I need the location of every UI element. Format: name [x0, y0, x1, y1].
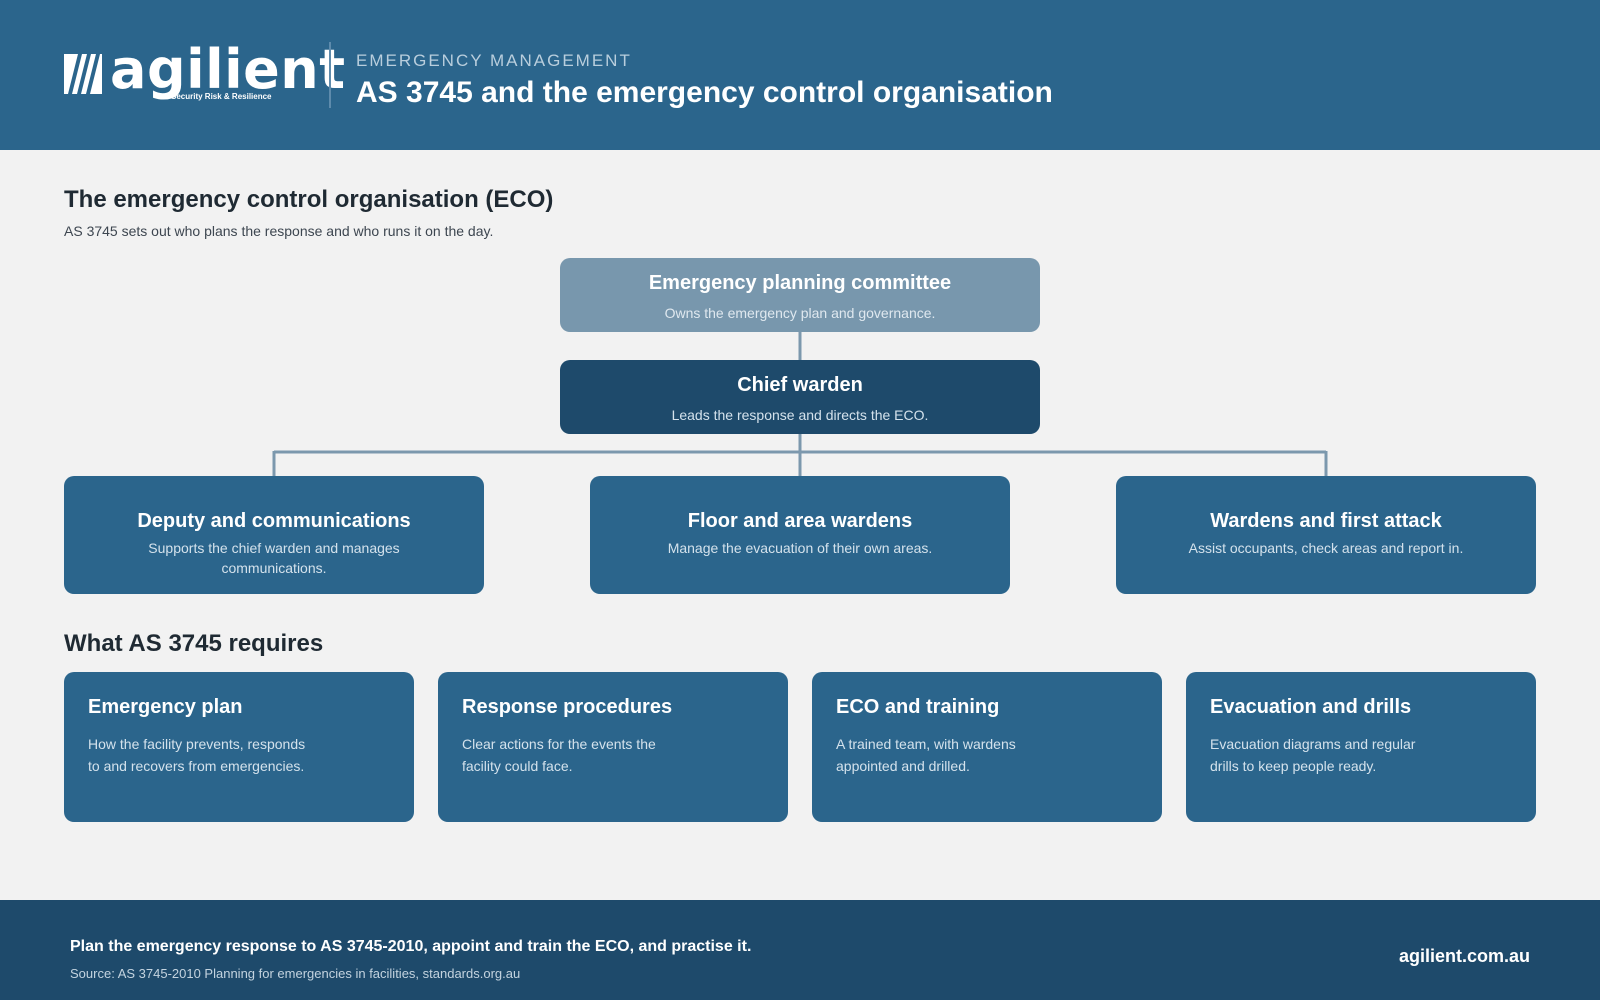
requirement-card-evacuation-drills: Evacuation and drills Evacuation diagram…	[1186, 672, 1536, 822]
logo-wordmark: agilient	[110, 38, 346, 101]
requirements-section-title: What AS 3745 requires	[64, 630, 324, 657]
page-footer: Plan the emergency response to AS 3745-2…	[0, 900, 1600, 1000]
node-deputy-communications: Deputy and communications Supports the c…	[64, 476, 484, 594]
card-title: ECO and training	[836, 696, 1000, 718]
card-title: Response procedures	[462, 696, 673, 718]
node-floor-area-wardens: Floor and area wardens Manage the evacua…	[590, 476, 1010, 594]
card-description: Clear actions for the events the facilit…	[462, 736, 656, 774]
logo-tagline: Security Risk & Resilience	[171, 92, 272, 101]
footer-website-link[interactable]: agilient.com.au	[1398, 946, 1530, 966]
node-description: Owns the emergency plan and governance.	[664, 305, 936, 321]
card-description: How the facility prevents, responds to a…	[88, 736, 306, 774]
node-chief-warden: Chief warden Leads the response and dire…	[560, 360, 1040, 434]
node-emergency-planning-committee: Emergency planning committee Owns the em…	[560, 258, 1040, 332]
page-title: AS 3745 and the emergency control organi…	[356, 76, 1053, 109]
footer-source: Source: AS 3745-2010 Planning for emerge…	[70, 966, 521, 981]
node-title: Chief warden	[737, 374, 863, 396]
node-title: Wardens and first attack	[1210, 510, 1442, 532]
agilient-logo[interactable]: agilient Security Risk & Resilience	[64, 38, 345, 106]
requirement-card-eco-training: ECO and training A trained team, with wa…	[812, 672, 1162, 822]
page-kicker: EMERGENCY MANAGEMENT	[356, 51, 632, 70]
logo-mark-icon	[64, 54, 102, 94]
footer-summary: Plan the emergency response to AS 3745-2…	[70, 938, 752, 955]
requirement-card-emergency-plan: Emergency plan How the facility prevents…	[64, 672, 414, 822]
node-description: Assist occupants, check areas and report…	[1188, 540, 1464, 556]
node-description: Leads the response and directs the ECO.	[671, 407, 929, 423]
card-title: Evacuation and drills	[1210, 696, 1412, 718]
node-description: Manage the evacuation of their own areas…	[667, 540, 933, 556]
eco-section-subtitle: AS 3745 sets out who plans the response …	[64, 223, 494, 239]
requirement-card-response-procedures: Response procedures Clear actions for th…	[438, 672, 788, 822]
header-divider	[329, 42, 331, 108]
card-description: A trained team, with wardens appointed a…	[836, 736, 1016, 774]
card-description: Evacuation diagrams and regular drills t…	[1210, 736, 1416, 774]
eco-section-title: The emergency control organisation (ECO)	[64, 186, 554, 213]
node-title: Deputy and communications	[137, 510, 411, 532]
node-title: Emergency planning committee	[648, 272, 952, 294]
node-description: Supports the chief warden and manages co…	[148, 540, 400, 576]
node-title: Floor and area wardens	[687, 510, 913, 532]
node-wardens-first-attack: Wardens and first attack Assist occupant…	[1116, 476, 1536, 594]
card-title: Emergency plan	[88, 696, 243, 718]
page-header: agilient Security Risk & Resilience EMER…	[0, 0, 1600, 150]
